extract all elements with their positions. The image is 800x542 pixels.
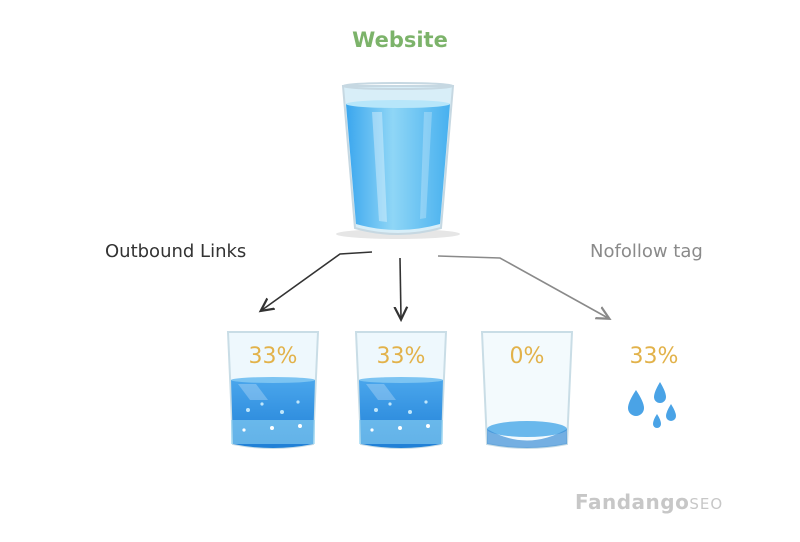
arrow-to-glass-1	[262, 251, 373, 310]
glass-3-icon	[480, 331, 574, 449]
glass-3-percent: 0%	[509, 344, 545, 369]
arrow-to-glass-2	[400, 257, 401, 318]
nofollow-tag-label: Nofollow tag	[590, 241, 703, 262]
glass-1-percent: 33%	[248, 344, 298, 369]
glass-2-percent: 33%	[376, 344, 426, 369]
website-glass-icon	[336, 82, 460, 239]
brand-logo: FandangoSEO	[575, 490, 723, 514]
glass-1-icon	[226, 331, 320, 449]
water-drops-icon	[628, 382, 676, 428]
website-title: Website	[352, 28, 448, 52]
brand-part-2: SEO	[689, 495, 724, 513]
brand-part-1: Fandango	[575, 490, 690, 514]
outbound-links-label: Outbound Links	[105, 241, 247, 262]
glass-2-icon	[354, 331, 448, 449]
arrow-to-drops	[437, 255, 608, 318]
drops-percent: 33%	[629, 344, 679, 369]
